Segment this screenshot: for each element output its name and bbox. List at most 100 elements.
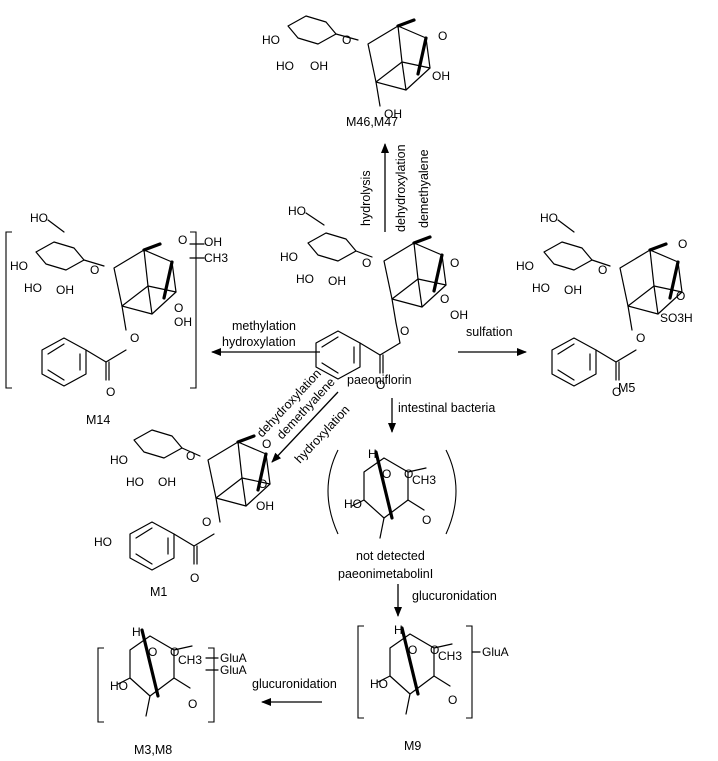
svg-text:CH3: CH3	[178, 653, 202, 667]
svg-text:O: O	[130, 331, 139, 345]
m14-ch3: CH3	[204, 251, 228, 265]
structure-m46-m47: HO HO OH O OH OH O	[262, 15, 450, 121]
svg-text:H: H	[132, 625, 141, 639]
bracket-m14-left	[5, 231, 12, 389]
svg-text:HO: HO	[296, 272, 314, 286]
svg-text:HO: HO	[262, 33, 280, 47]
reaction-intestinal-bacteria: intestinal bacteria	[398, 401, 495, 415]
label-m5: M5	[618, 381, 635, 395]
svg-text:O: O	[178, 233, 187, 247]
svg-text:O: O	[438, 29, 447, 43]
svg-text:OH: OH	[256, 499, 274, 513]
svg-text:HO: HO	[24, 281, 42, 295]
svg-text:O: O	[408, 643, 417, 657]
svg-text:O: O	[678, 237, 687, 251]
svg-text:O: O	[450, 256, 459, 270]
svg-text:O: O	[376, 378, 385, 392]
svg-text:O: O	[148, 645, 157, 659]
paren-right	[445, 449, 457, 535]
svg-text:O: O	[90, 263, 99, 277]
label-paeonimetabolin: paeonimetabolinI	[338, 567, 433, 581]
svg-text:H: H	[368, 447, 377, 461]
label-m3-m8: M3,M8	[134, 743, 172, 757]
svg-text:OH: OH	[158, 475, 176, 489]
svg-text:OH: OH	[432, 69, 450, 83]
arrow-diagonal	[271, 391, 339, 463]
label-m14: M14	[86, 413, 110, 427]
svg-text:OH: OH	[450, 308, 468, 322]
reaction-demethyalene-up: demethyalene	[417, 149, 431, 228]
svg-text:HO: HO	[288, 204, 306, 218]
m3-glua-bonds	[205, 657, 219, 671]
svg-text:O: O	[170, 645, 179, 659]
svg-text:O: O	[202, 515, 211, 529]
svg-text:CH3: CH3	[412, 473, 436, 487]
svg-text:O: O	[598, 263, 607, 277]
svg-text:O: O	[440, 292, 449, 306]
svg-text:HO: HO	[110, 679, 128, 693]
svg-text:HO: HO	[280, 250, 298, 264]
svg-text:O: O	[422, 513, 431, 527]
label-not-detected: not detected	[356, 549, 425, 563]
svg-text:O: O	[430, 643, 439, 657]
svg-text:O: O	[174, 301, 183, 315]
svg-text:HO: HO	[532, 281, 550, 295]
structure-paeoniflorin: HO HO HO OH O O OH O O O	[280, 204, 468, 392]
svg-text:HO: HO	[10, 259, 28, 273]
structure-m3-m8: H O O CH3 HO O	[110, 625, 202, 718]
reaction-glucuronidation-2: glucuronidation	[252, 677, 337, 691]
label-m9: M9	[404, 739, 421, 753]
svg-text:O: O	[342, 33, 351, 47]
svg-text:HO: HO	[370, 677, 388, 691]
svg-text:O: O	[612, 385, 621, 399]
reaction-sulfation: sulfation	[466, 325, 513, 339]
svg-text:O: O	[186, 449, 195, 463]
svg-text:O: O	[676, 289, 685, 303]
label-paeoniflorin: paeoniflorin	[347, 373, 412, 387]
svg-text:O: O	[636, 331, 645, 345]
structure-paeonimetabolin: H O O CH3 HO O	[344, 447, 436, 540]
svg-text:O: O	[448, 693, 457, 707]
reaction-glucuronidation-1: glucuronidation	[412, 589, 497, 603]
label-m1: M1	[150, 585, 167, 599]
reaction-hydroxylation-left: hydroxylation	[222, 335, 296, 349]
svg-text:OH: OH	[328, 274, 346, 288]
paren-left	[327, 449, 339, 535]
svg-text:O: O	[400, 324, 409, 338]
reaction-dehydroxylation-up: dehydroxylation	[394, 144, 408, 232]
structure-m5: HO HO HO OH O O O O O	[516, 211, 687, 399]
svg-text:OH: OH	[384, 107, 402, 121]
bracket-m14-right	[190, 231, 197, 389]
reaction-methylation: methylation	[232, 319, 296, 333]
m9-glua: GluA	[482, 645, 509, 659]
m5-so3h: SO3H	[660, 311, 693, 325]
svg-text:HO: HO	[276, 59, 294, 73]
svg-text:HO: HO	[110, 453, 128, 467]
svg-text:OH: OH	[564, 283, 582, 297]
svg-text:CH3: CH3	[438, 649, 462, 663]
svg-text:OH: OH	[56, 283, 74, 297]
svg-text:HO: HO	[126, 475, 144, 489]
svg-text:O: O	[362, 256, 371, 270]
svg-text:HO: HO	[516, 259, 534, 273]
svg-text:H: H	[394, 623, 403, 637]
svg-text:HO: HO	[30, 211, 48, 225]
svg-text:O: O	[258, 477, 267, 491]
svg-text:O: O	[404, 467, 413, 481]
bracket-m3-right	[208, 647, 215, 723]
structure-m1: HO HO OH O O OH O O O	[110, 429, 274, 585]
svg-text:O: O	[106, 385, 115, 399]
bracket-m9-left	[357, 625, 364, 719]
svg-text:O: O	[188, 697, 197, 711]
bracket-m3-left	[97, 647, 104, 723]
m3-glua-2: GluA	[220, 663, 247, 677]
svg-text:O: O	[262, 437, 271, 451]
svg-text:OH: OH	[174, 315, 192, 329]
svg-text:HO: HO	[540, 211, 558, 225]
m3-glua-1: GluA	[220, 651, 247, 665]
reaction-hydrolysis: hydrolysis	[359, 170, 373, 226]
m14-oh: OH	[204, 235, 222, 249]
svg-text:HO: HO	[344, 497, 362, 511]
svg-text:O: O	[190, 571, 199, 585]
